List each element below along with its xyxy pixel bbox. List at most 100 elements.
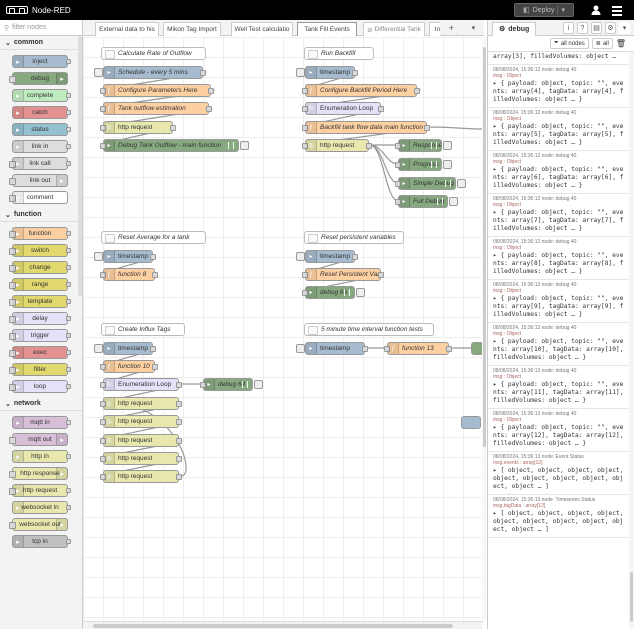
output-port[interactable]	[66, 350, 71, 355]
output-port[interactable]	[66, 110, 71, 115]
flow-node-http-request[interactable]: ◎http request	[100, 470, 182, 483]
palette-node-trigger[interactable]: ▸trigger	[9, 329, 71, 342]
palette-category-network[interactable]: ⌄network	[0, 397, 82, 411]
output-port[interactable]	[152, 272, 158, 278]
flow-node-debug-64[interactable]: ▸debug 64	[200, 378, 263, 391]
output-port[interactable]	[150, 346, 156, 352]
output-port[interactable]	[66, 539, 71, 544]
input-port[interactable]	[100, 272, 106, 278]
output-port[interactable]	[208, 88, 214, 94]
add-flow-icon[interactable]: +	[448, 22, 455, 33]
debug-toggle-button[interactable]	[356, 288, 365, 297]
debug-message-body[interactable]: ▸ { payload: object, topic: "", events: …	[493, 338, 624, 361]
output-port[interactable]	[362, 346, 368, 352]
main-menu-icon[interactable]	[612, 4, 624, 16]
output-port[interactable]	[378, 272, 384, 278]
palette-node-mqtt-in[interactable]: ▸mqtt in	[12, 416, 71, 429]
palette-node-comment[interactable]: ▸comment	[9, 191, 68, 204]
palette-node-link-out[interactable]: ▸link out	[9, 174, 68, 187]
debug-message-body[interactable]: ▸ [ object, object, object, object, obje…	[493, 510, 624, 533]
comment-node[interactable]: 5 minute time interval function tests	[304, 323, 434, 336]
flow-node-offscreen[interactable]	[471, 342, 482, 355]
flow-node-timestamp[interactable]: ▸timestamp	[296, 342, 368, 355]
input-port[interactable]	[200, 382, 206, 388]
output-port[interactable]	[176, 474, 182, 480]
debug-message-body[interactable]: ▸ { payload: object, topic: "", events: …	[493, 80, 624, 103]
flow-node-progress[interactable]: ▸Progress	[395, 158, 452, 171]
output-port[interactable]	[66, 505, 71, 510]
output-port[interactable]	[66, 59, 71, 64]
output-port[interactable]	[378, 106, 384, 112]
input-port[interactable]	[100, 382, 106, 388]
debug-message-body[interactable]: ▸ { payload: object, topic: "", events: …	[493, 381, 624, 404]
input-port[interactable]	[100, 474, 106, 480]
debug-toggle-button[interactable]	[457, 179, 466, 188]
palette-node-link-in[interactable]: ▸link in	[12, 140, 71, 153]
output-port[interactable]	[66, 248, 71, 253]
debug-message-body[interactable]: ▸ { payload: object, topic: "", events: …	[493, 252, 624, 275]
flow-node-enumeration-loop[interactable]: ↻Enumeration Loop	[100, 378, 182, 391]
output-port[interactable]	[66, 488, 71, 493]
palette-node-link-call[interactable]: ▸link call	[9, 157, 71, 170]
flow-node-schedule-every-5-mins[interactable]: ▸Schedule - every 5 mins	[94, 66, 206, 79]
output-port[interactable]	[170, 125, 176, 131]
output-port[interactable]	[66, 316, 71, 321]
tab-differential-tank[interactable]: ⊘Differential Tank	[363, 22, 425, 36]
output-port[interactable]	[66, 265, 71, 270]
workspace-vertical-scroll-thumb[interactable]	[483, 47, 486, 447]
debug-toggle-button[interactable]	[449, 197, 458, 206]
input-port[interactable]	[395, 162, 401, 168]
info-icon[interactable]: i	[563, 22, 574, 34]
input-port[interactable]	[100, 143, 106, 149]
debug-message-body[interactable]: ▸ { payload: object, topic: "", events: …	[493, 209, 624, 232]
input-port[interactable]	[302, 290, 308, 296]
inject-button[interactable]	[94, 68, 103, 77]
output-port[interactable]	[352, 70, 358, 76]
input-port[interactable]	[100, 88, 106, 94]
debug-scrollbar[interactable]	[629, 52, 634, 629]
inject-button[interactable]	[94, 344, 103, 353]
debug-toggle-button[interactable]	[443, 160, 452, 169]
output-port[interactable]	[66, 161, 71, 166]
input-port[interactable]	[302, 125, 308, 131]
palette-category-common[interactable]: ⌄common	[0, 36, 82, 50]
inject-button[interactable]	[94, 252, 103, 261]
palette-node-loop[interactable]: ▸loop	[9, 380, 71, 393]
tab-mikon-tag-import[interactable]: Mikon Tag Import	[163, 22, 221, 36]
flow-node-enumeration-loop[interactable]: ↻Enumeration Loop	[302, 102, 384, 115]
palette-node-mqtt-out[interactable]: ▸mqtt out	[9, 433, 68, 446]
debug-message[interactable]: 08/08/2024, 15:36:13 node: Timeseries St…	[488, 495, 629, 538]
filter-all-nodes-button[interactable]: ⏷ all nodes	[549, 38, 589, 49]
settings-icon[interactable]: ⚙	[605, 22, 616, 34]
debug-scroll-thumb[interactable]	[630, 572, 633, 622]
output-port[interactable]	[176, 438, 182, 444]
output-port[interactable]	[66, 454, 71, 459]
palette-node-complete[interactable]: ▸complete	[12, 89, 71, 102]
output-port[interactable]	[152, 364, 158, 370]
flow-node-full-debug[interactable]: ▸Full Debug	[395, 195, 458, 208]
flow-node-http-request[interactable]: ◎http request	[100, 397, 182, 410]
comment-node[interactable]: Calculate Rate of Outflow	[101, 47, 206, 60]
output-port[interactable]	[66, 127, 71, 132]
input-port[interactable]	[100, 456, 106, 462]
output-port[interactable]	[66, 420, 71, 425]
sidebar-menu-icon[interactable]: ▾	[619, 22, 630, 34]
palette-search[interactable]: ⚲ filter nodes	[0, 20, 82, 36]
palette-node-function[interactable]: ▸function	[9, 227, 71, 240]
palette-node-inject[interactable]: ▸inject	[12, 55, 71, 68]
palette-node-tcp-in[interactable]: ▸tcp in	[12, 535, 71, 548]
tab-debug[interactable]: ⚙ debug	[492, 21, 537, 36]
